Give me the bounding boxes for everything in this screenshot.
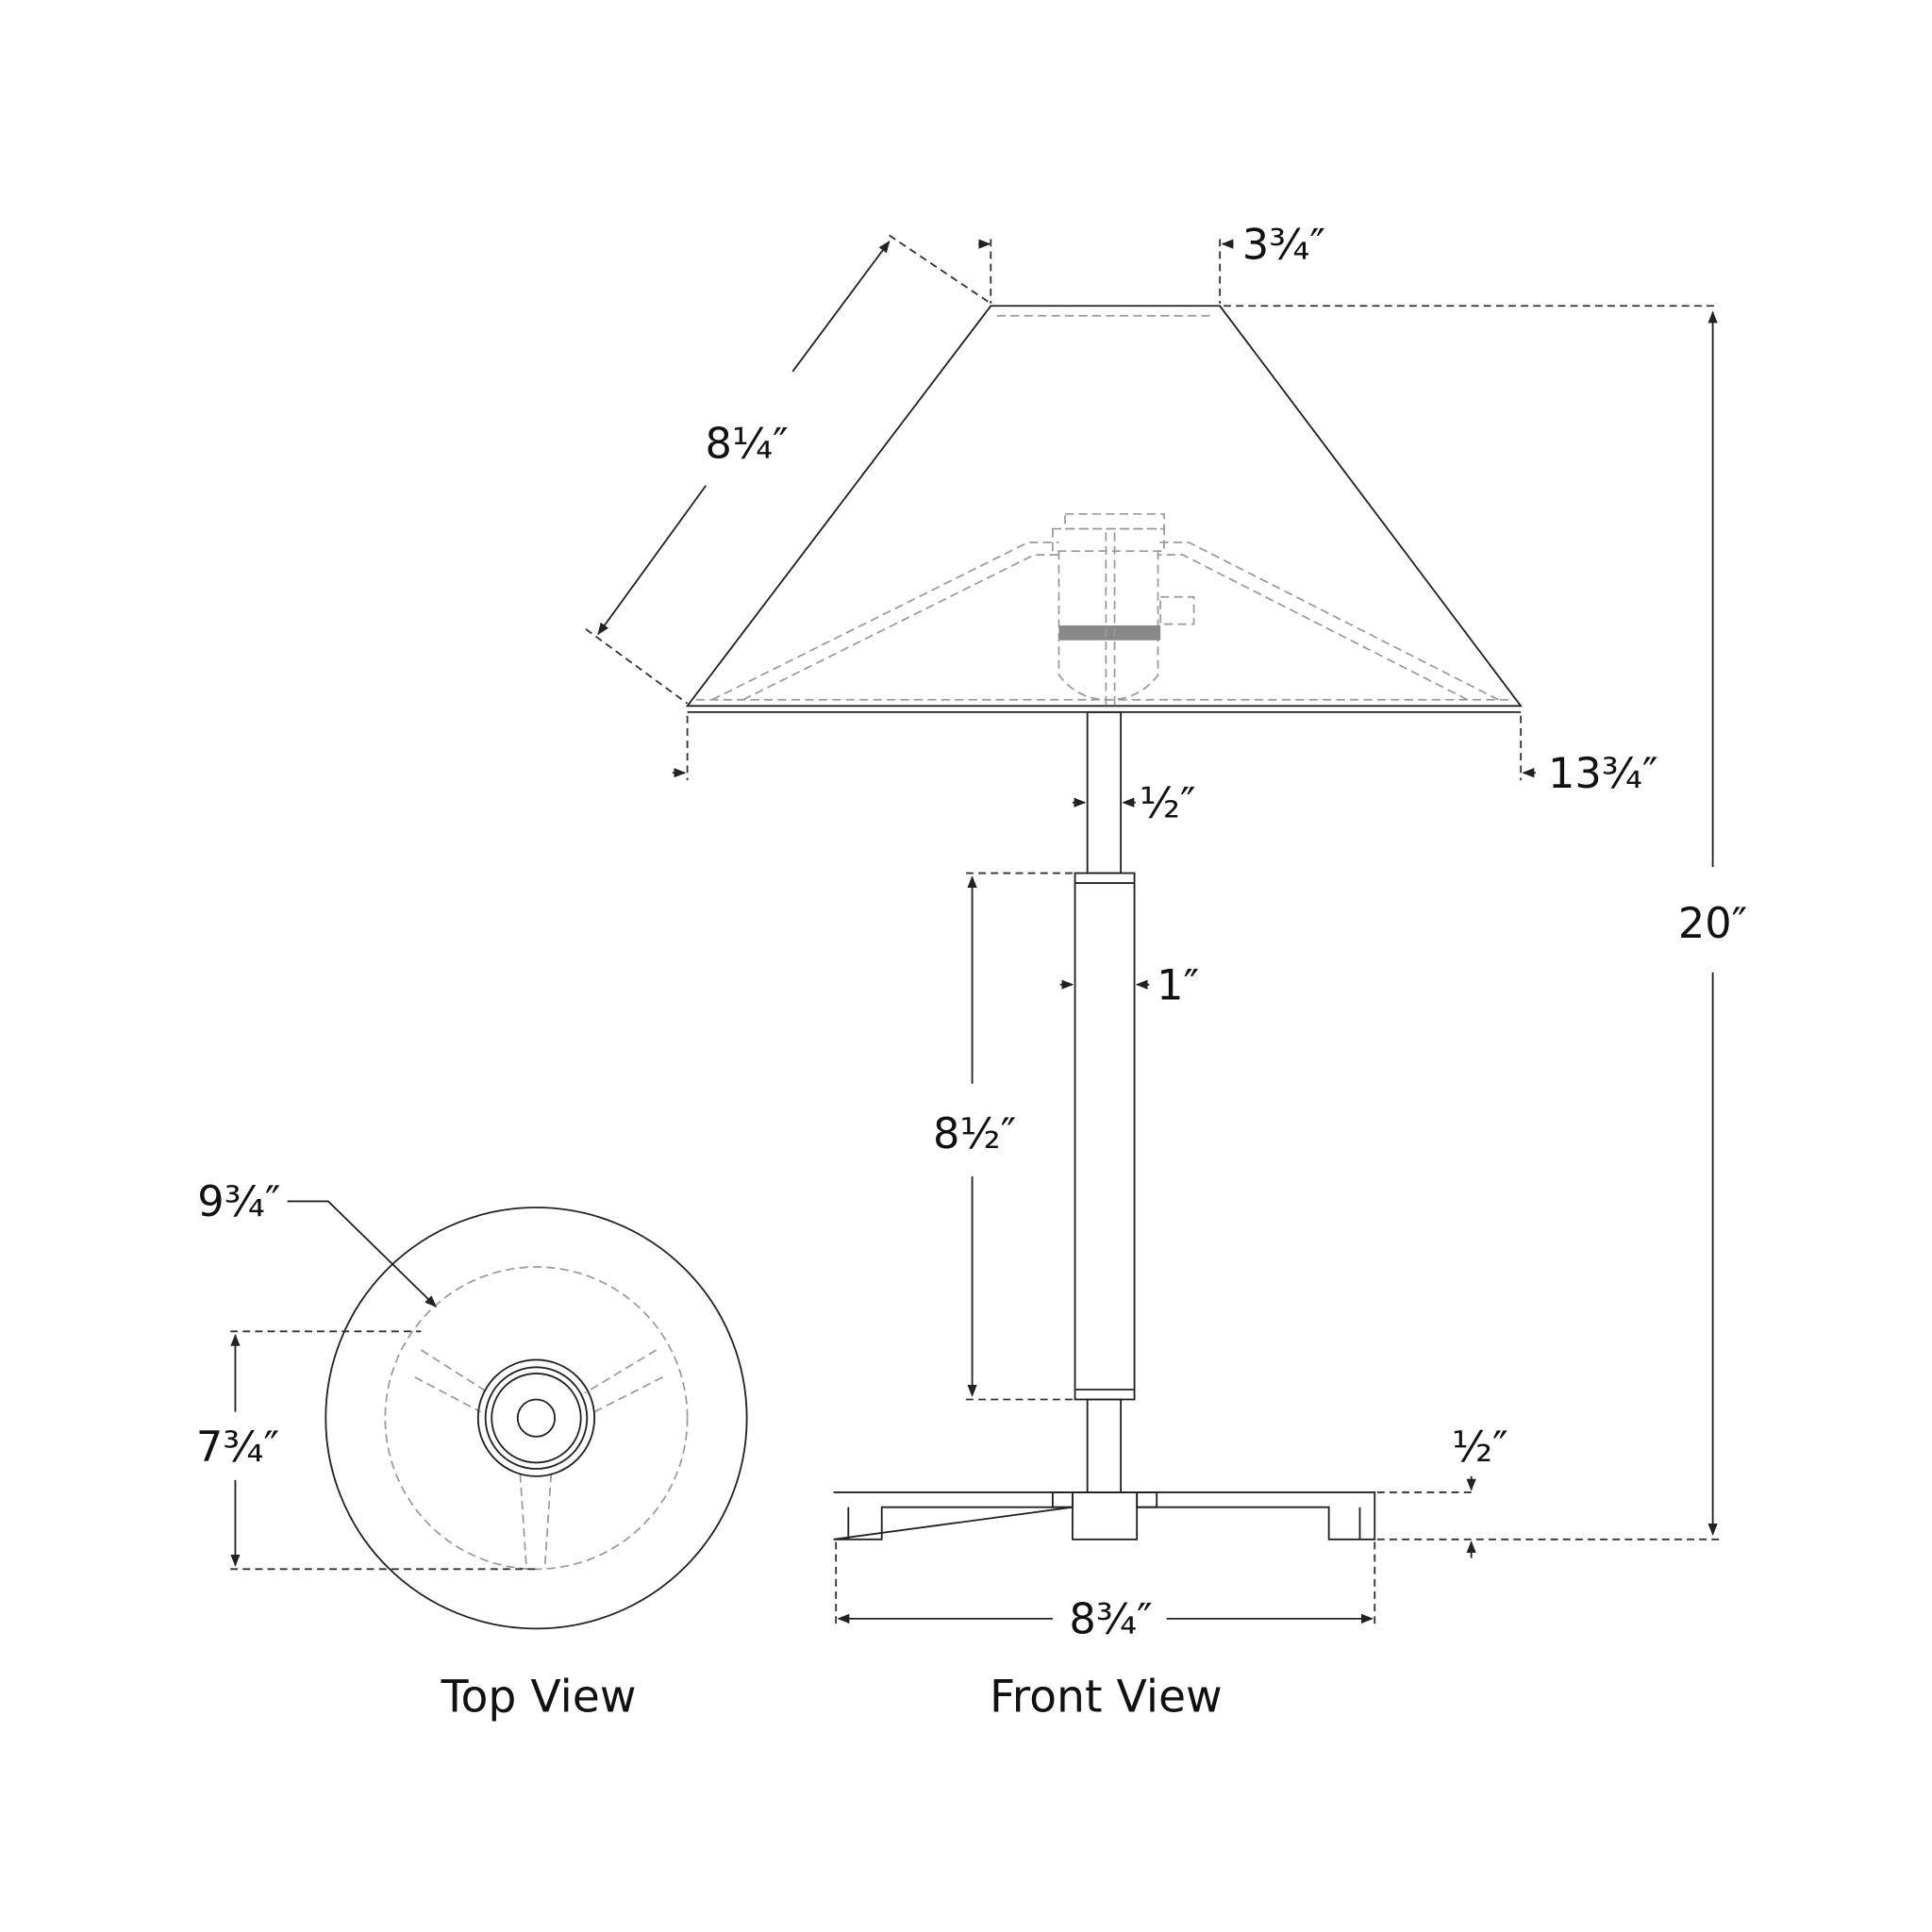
dim-label: 20″ [1678,899,1747,948]
dim-body-width: 1″ [1059,960,1199,1009]
lamp-stem [1074,710,1136,1493]
dim-label: ½″ [1140,778,1196,827]
dim-base-height: ½″ [1376,1423,1508,1558]
dim-stem-width: ½″ [1072,778,1196,827]
dim-body-height: 8½″ [933,872,1073,1401]
dim-label: 1″ [1157,960,1199,1009]
dim-overall-height: 20″ [1224,305,1747,1541]
dim-base-width: 8¾″ [835,1541,1376,1644]
front-view-label: Front View [990,1671,1223,1723]
lamp-shade [685,305,1523,713]
top-view-label: Top View [441,1671,637,1723]
lamp-socket [1052,512,1195,708]
dim-label: ½″ [1452,1423,1508,1472]
dim-label: 3¾″ [1242,220,1325,269]
dim-label: 8½″ [933,1109,1016,1158]
top-view-drawing [325,1207,748,1630]
dim-shade-bottom: 13¾″ [672,715,1658,798]
dim-label: 9¾″ [197,1177,280,1226]
dim-label: 13¾″ [1548,749,1658,798]
dim-top-inner: 7¾″ [196,1330,536,1571]
dim-label: 8¾″ [1069,1595,1152,1644]
lamp-base [833,1491,1376,1541]
dim-shade-slant: 8¼″ [585,234,991,705]
shade-harp-frame [711,541,1499,701]
dim-label: 7¾″ [196,1423,279,1472]
dim-shade-top: 3¾″ [978,220,1325,304]
dim-label: 8¼″ [705,420,788,469]
dim-top-outer: 9¾″ [197,1177,438,1307]
